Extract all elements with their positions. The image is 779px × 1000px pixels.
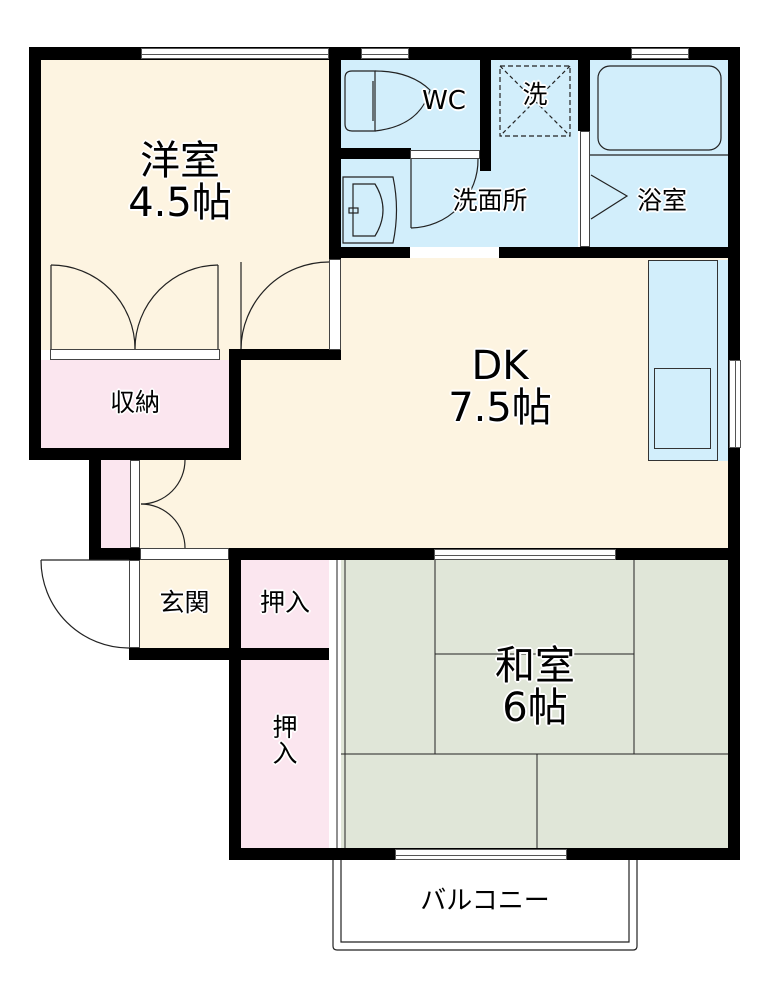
kitchen-sink-icon [654, 368, 711, 449]
balcony-label: バルコニー [420, 886, 550, 916]
wc-label: WC [422, 86, 466, 116]
sill-washroom-door [410, 150, 480, 159]
wall-western-bottom [229, 349, 341, 360]
window-japanese-bottom [395, 849, 567, 860]
wall-closet-left [229, 548, 241, 860]
dk-label: DK 7.5帖 [400, 345, 600, 429]
washroom-label: 洗面所 [452, 186, 528, 215]
western-room-name: 洋室 [140, 138, 220, 184]
japanese-room-floor [341, 560, 728, 848]
wall-bath-left [578, 47, 590, 131]
wall-wet-bottom-left [329, 247, 410, 258]
sill-entrance [140, 548, 229, 560]
sill-hall-closet [130, 460, 140, 548]
western-room-floor [41, 60, 329, 350]
bathroom-floor [590, 60, 728, 247]
wall-storage-bottom [29, 448, 241, 460]
entrance-floor [140, 560, 229, 648]
entrance-label: 玄関 [159, 588, 210, 617]
wall-closet-divider [229, 648, 329, 660]
closet-tall-line1: 押 [272, 713, 298, 742]
wall-hall-bottom [89, 548, 140, 560]
storage-label: 収納 [109, 388, 160, 417]
wall-wc-right [480, 47, 491, 171]
closet-small-label: 押入 [259, 588, 310, 617]
japanese-room-label: 和室 6帖 [435, 645, 635, 729]
wall-entrance-bottom [129, 648, 241, 660]
western-room-label: 洋室 4.5帖 [90, 140, 270, 224]
window-bath-top [631, 48, 689, 59]
japanese-room-size: 6帖 [502, 685, 568, 731]
wall-hall-left [89, 448, 101, 560]
dk-size: 7.5帖 [448, 385, 552, 431]
wall-western-right [329, 47, 341, 259]
wall-wc-bottom [341, 148, 411, 159]
sill-entrance-left [129, 560, 140, 648]
wall-wet-bottom-right [499, 247, 740, 258]
hall-closet-floor [101, 460, 130, 548]
wall-left-upper [29, 47, 41, 460]
sill-bath-door [580, 131, 590, 247]
window-wc-top [361, 48, 409, 59]
western-room-size: 4.5帖 [128, 180, 232, 226]
washer-label: 洗 [522, 80, 548, 109]
closet-tall-floor [241, 660, 329, 848]
wall-storage-right [229, 349, 241, 460]
sill-western-door [329, 259, 341, 350]
japanese-room-name: 和室 [495, 643, 575, 689]
dk-name: DK [471, 343, 529, 389]
window-western-top [141, 48, 329, 59]
storage-floor [41, 360, 229, 448]
closet-tall-label: 押 入 [241, 713, 329, 769]
sill-western-closet [50, 349, 220, 360]
window-japanese-top [434, 549, 616, 560]
bathroom-label: 浴室 [636, 186, 687, 215]
kitchen-counter [648, 260, 718, 461]
window-kitchen-right [729, 360, 741, 448]
closet-tall-line2: 入 [272, 739, 298, 769]
closet-small-floor [241, 560, 329, 648]
kitchen-counter-edge [717, 260, 728, 461]
